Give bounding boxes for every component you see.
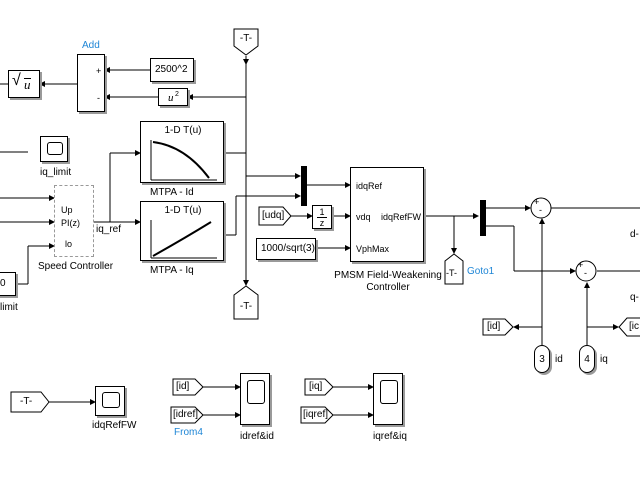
goto-t-mid-tag: -T- (239, 301, 253, 312)
goto-t-mid[interactable] (233, 285, 259, 321)
from-iq-bottom-shape[interactable] (304, 378, 334, 396)
square-block-superscript: 2 (175, 91, 179, 98)
square-block[interactable]: u 2 (158, 88, 188, 106)
from-id-bottom-shape[interactable] (172, 378, 204, 396)
mtpa-id-label: MTPA - Id (150, 187, 194, 198)
demux-bus-bar[interactable] (480, 200, 486, 236)
iqref-iq-scope[interactable] (373, 373, 403, 425)
square-block-text: u (168, 92, 174, 104)
pmsm-field-weakening-controller-block[interactable]: idqRef vdq VphMax idqRefFW (350, 167, 424, 262)
idqreffw-scope[interactable] (95, 386, 125, 416)
pmsm-input-idqref: idqRef (356, 181, 383, 191)
sum-top-block[interactable] (530, 197, 552, 219)
unit-delay-num: 1 (319, 207, 325, 217)
iq-limit-scope-label: iq_limit (40, 167, 72, 178)
idref-id-scope-label: idref&id (240, 431, 274, 442)
inport-4-label: iq (600, 354, 608, 365)
pmsm-block-label-line2: Controller (366, 282, 410, 293)
goto-t-top[interactable] (233, 28, 259, 56)
goto-id-right-shape[interactable] (482, 318, 514, 336)
constant-2500-block[interactable]: 2500^2 (150, 58, 194, 82)
from-idref-tag: [idref] (173, 409, 199, 420)
pmsm-block-label-line1: PMSM Field-Weakening (334, 270, 442, 281)
iq-ref-signal-label: iq_ref (96, 224, 122, 235)
goto1-shape[interactable] (444, 253, 464, 285)
speed-controller-up-port: Up (61, 205, 73, 215)
mtpa-id-curve-icon (150, 140, 217, 181)
inport-4-number: 4 (584, 354, 590, 365)
from-t-bottom-tag: -T- (20, 396, 33, 407)
inport-4-block[interactable]: 4 (579, 345, 595, 373)
unit-delay-den: z (319, 218, 325, 228)
idqreffw-scope-label: idqRefFW (92, 420, 137, 431)
limit-input-value: 0 (0, 278, 6, 289)
mtpa-id-lookup-block[interactable]: 1-D T(u) (140, 121, 224, 183)
from-id-bottom-tag: [id] (176, 381, 190, 392)
mtpa-iq-header: 1-D T(u) (164, 205, 202, 216)
goto-id-right-tag: [id] (487, 321, 501, 332)
idref-id-scope[interactable] (240, 373, 270, 425)
mtpa-iq-lookup-block[interactable]: 1-D T(u) (140, 201, 224, 261)
from-t-bottom-shape[interactable] (10, 391, 50, 413)
vphmax-constant-value: 1000/sqrt(3) (261, 243, 315, 254)
goto1-tag: -T- (446, 268, 457, 278)
goto-t-top-tag: -T- (239, 33, 253, 44)
mtpa-id-header: 1-D T(u) (164, 125, 202, 136)
sqrt-block-text: u (24, 77, 31, 92)
add-minus-sign: - (97, 93, 100, 103)
from-iq-bottom-tag: [iq] (309, 381, 323, 392)
mtpa-iq-label: MTPA - Iq (150, 265, 194, 276)
right-edge-label-d: d- (630, 229, 639, 240)
sum-bottom-plus: + (578, 260, 584, 270)
vphmax-constant-block[interactable]: 1000/sqrt(3) (256, 238, 316, 260)
sum-bottom-minus: - (584, 268, 587, 278)
pmsm-input-vdq: vdq (356, 212, 371, 222)
pmsm-input-vphmax: VphMax (356, 244, 390, 254)
add-block-label: Add (82, 40, 100, 51)
speed-controller-block[interactable]: PI(z) Up lo (54, 185, 94, 257)
goto-ic-right-tag: [ic (629, 321, 639, 332)
right-edge-label-q: q- (630, 292, 639, 303)
inport-3-label: id (555, 354, 563, 365)
from-udq-tag-shape[interactable] (258, 206, 292, 226)
goto1-label: Goto1 (467, 266, 495, 277)
constant-2500-value: 2500^2 (155, 64, 188, 75)
from-udq-tag: [udq] (262, 210, 285, 221)
limit-input-label: limit (0, 302, 18, 313)
sum-bottom-block[interactable] (575, 260, 597, 282)
sum-top-plus: + (534, 197, 540, 207)
iqref-iq-scope-label: iqref&iq (373, 431, 407, 442)
from-iqref-tag: [iqref] (303, 409, 329, 420)
speed-controller-pid-port: PI(z) (61, 218, 80, 228)
add-block[interactable]: + - (77, 54, 105, 112)
from4-label: From4 (174, 427, 203, 438)
unit-delay-block[interactable]: 1 z (312, 205, 332, 229)
mux-bus-bar[interactable] (301, 166, 307, 206)
from-iqref-shape[interactable] (300, 406, 334, 424)
pmsm-output-idqreffw: idqRefFW (381, 212, 422, 222)
limit-input-block[interactable]: 0 (0, 272, 16, 296)
add-plus-sign: + (96, 66, 102, 76)
speed-controller-label: Speed Controller (38, 261, 114, 272)
sum-top-minus: - (539, 205, 542, 215)
speed-controller-lo-port: lo (65, 239, 73, 249)
mtpa-iq-curve-icon (150, 220, 217, 259)
from-idref-shape[interactable] (170, 406, 204, 424)
inport-3-number: 3 (539, 354, 545, 365)
inport-3-block[interactable]: 3 (534, 345, 550, 373)
iq-limit-scope[interactable] (40, 136, 68, 162)
sqrt-icon: √ (12, 72, 21, 89)
sqrt-block[interactable]: √ u (8, 70, 40, 98)
